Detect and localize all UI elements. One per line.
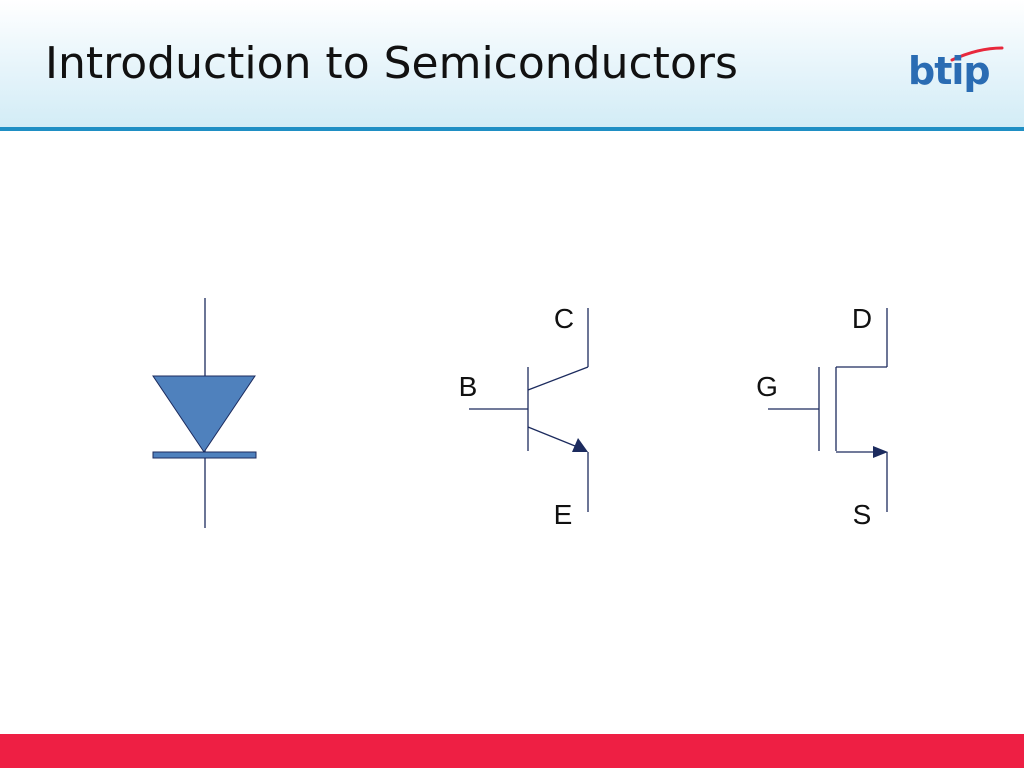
logo-text: btip [908,49,991,93]
bjt-base-label: B [459,371,478,402]
bjt-collector-label: C [554,303,574,334]
semiconductor-symbols: C B E D G S [152,298,888,530]
diode-anode-triangle [152,375,256,453]
diode-symbol [152,298,257,528]
logo-swoosh-icon [950,46,1004,62]
footer-bar [0,734,1024,768]
btip-logo: btip [900,44,1010,106]
bjt-emitter-label: E [554,499,573,530]
mosfet-symbol: D G S [756,303,888,530]
bjt-emitter-arrow [572,438,588,452]
slide-title: Introduction to Semiconductors [45,38,738,89]
mosfet-source-arrow [873,446,888,458]
slide-header [0,0,1024,128]
bjt-collector-diagonal [527,366,589,391]
bjt-emitter-diagonal [527,426,581,449]
bjt-symbol: C B E [459,303,589,530]
header-divider [0,127,1024,131]
diode-cathode-bar [152,451,257,459]
mosfet-gate-label: G [756,371,778,402]
mosfet-source-label: S [853,499,872,530]
mosfet-drain-label: D [852,303,872,334]
